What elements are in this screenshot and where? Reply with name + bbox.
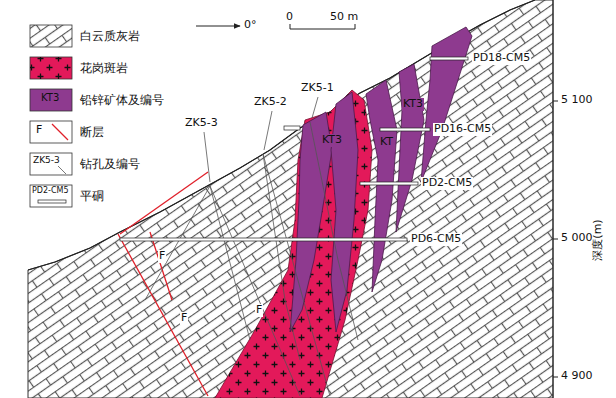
direction-label: 0° [244, 19, 257, 32]
adit [120, 238, 407, 241]
adit [430, 57, 468, 60]
fault-line [118, 234, 208, 396]
ore-body [421, 27, 472, 182]
adit-label: PD2-CM5 [421, 177, 473, 190]
adit [380, 128, 430, 131]
drill-hole-label: ZK5-1 [300, 82, 335, 95]
adit-label: PD18-CM5 [472, 52, 531, 65]
axis-title: 深度(m) [592, 219, 605, 260]
scale-label: 50 m [330, 11, 358, 24]
depth-value: 4 900 [561, 370, 593, 383]
fault-label: F [180, 312, 188, 325]
fault-line [120, 172, 208, 234]
fault-label: F [158, 250, 166, 263]
legend-swatch [30, 89, 72, 111]
axis-tick [553, 239, 558, 240]
ore-body [396, 64, 424, 232]
ore-body-label: KT3 [402, 98, 424, 111]
leader-line [312, 97, 318, 118]
legend-swatch [30, 57, 72, 79]
adit-label: PD16-CM5 [433, 123, 492, 136]
legend-text: 花岗斑岩 [80, 57, 128, 79]
scale-label: 0 [286, 11, 293, 24]
ore-body-label: KT [379, 136, 394, 149]
legend-sample-label: F [36, 124, 42, 137]
axis-tick [553, 377, 558, 378]
drill-hole [263, 154, 300, 360]
legend-text: 铅锌矿体及编号 [80, 89, 164, 111]
ore-body [366, 80, 397, 292]
legend-text: 平硐 [80, 185, 104, 207]
adit [360, 182, 418, 185]
legend-text: 钻孔及编号 [80, 153, 140, 175]
legend-sample-fault-box [30, 121, 72, 143]
legend-text: 断层 [80, 121, 104, 143]
granite-porphyry [215, 90, 372, 398]
axis-tick [553, 101, 558, 102]
legend-text: 白云质灰岩 [80, 25, 140, 47]
drill-hole [310, 122, 358, 340]
legend-sample-crosses [30, 57, 72, 79]
legend-sample-label: KT3 [40, 92, 60, 104]
legend-sample-drill [58, 166, 66, 174]
drill-hole [210, 186, 250, 340]
legend-sample-adit-box [30, 185, 72, 207]
ore-body-label: KT3 [321, 134, 343, 147]
legend-sample-fault [52, 124, 68, 140]
fault-label: F [255, 304, 263, 317]
ore-body [331, 92, 358, 332]
legend-sample-drill-box [30, 153, 72, 175]
ground-surface [28, 0, 535, 270]
drill-hole [210, 186, 300, 396]
legend-sample-label: ZK5-3 [33, 155, 60, 165]
granite-crosses [215, 90, 372, 398]
axis-line [553, 0, 554, 398]
leader-line [264, 111, 272, 150]
depth-value: 5 100 [561, 94, 593, 107]
depth-value: 5 000 [561, 232, 593, 245]
leader-line [204, 132, 210, 182]
scale-bar [290, 24, 355, 29]
fault-line [150, 232, 172, 300]
adit-label: PD6-CM5 [410, 233, 462, 246]
legend-sample-label: PD2-CM5 [32, 186, 69, 195]
direction-arrow [196, 26, 240, 27]
adit [284, 126, 300, 130]
drill-hole [263, 154, 330, 396]
drill-hole [145, 186, 210, 300]
limestone-area [28, 0, 553, 398]
drill-hole-label: ZK5-3 [184, 117, 219, 130]
legend-sample-adit [38, 200, 66, 203]
legend-sample-limestone [30, 25, 72, 47]
drill-hole-label: ZK5-2 [253, 96, 288, 109]
